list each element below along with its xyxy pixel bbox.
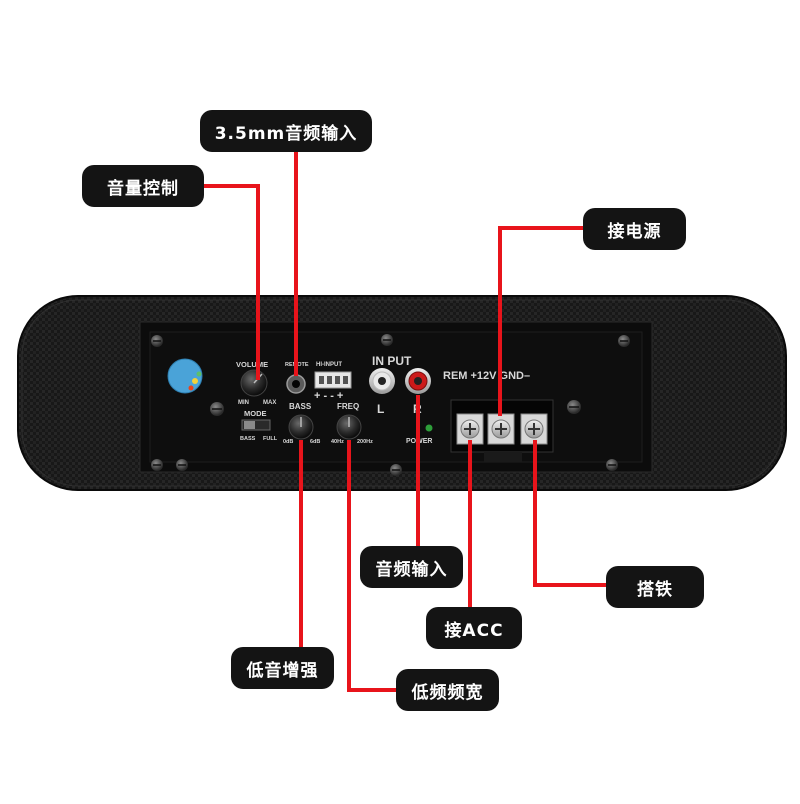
callout-power-connect: 接电源 bbox=[583, 208, 686, 250]
mode-full-label: FULL bbox=[263, 436, 278, 442]
volume-label: VOLUME bbox=[236, 360, 268, 369]
callout-3-5mm-audio-input: 3.5mm音频输入 bbox=[200, 110, 372, 152]
power-terminal-screw-icon[interactable] bbox=[487, 413, 515, 445]
power-led-icon bbox=[425, 424, 433, 432]
ground-terminal-screw-icon[interactable] bbox=[520, 413, 548, 445]
rca-left-jack[interactable] bbox=[369, 368, 395, 394]
mode-label: MODE bbox=[244, 409, 267, 418]
callout-volume-control: 音量控制 bbox=[82, 165, 204, 207]
hi-input-label: HI-INPUT bbox=[316, 362, 342, 368]
callout-bass-boost: 低音增强 bbox=[231, 647, 334, 689]
mode-bass-label: BASS bbox=[240, 436, 256, 442]
freq-min-label: 40Hz bbox=[331, 439, 344, 445]
freq-max-label: 200Hz bbox=[357, 439, 373, 445]
volume-max-label: MAX bbox=[263, 400, 276, 406]
mode-switch[interactable] bbox=[241, 419, 271, 431]
callout-acc-connect: 接ACC bbox=[426, 607, 522, 649]
volume-min-label: MIN bbox=[238, 400, 249, 406]
faceplate-screw-icons bbox=[151, 334, 630, 476]
input-label: IN PUT bbox=[372, 354, 412, 368]
bass-label: BASS bbox=[289, 402, 312, 411]
bass-max-label: 6dB bbox=[310, 439, 320, 445]
brand-logo-icon bbox=[167, 358, 203, 394]
callout-audio-input: 音频输入 bbox=[360, 546, 463, 588]
terminal-labels: REM +12V GND– bbox=[443, 370, 530, 382]
channel-left-label: L bbox=[377, 402, 384, 416]
rem-terminal-screw-icon[interactable] bbox=[456, 413, 484, 445]
callout-ground: 搭铁 bbox=[606, 566, 704, 608]
bass-min-label: 0dB bbox=[283, 439, 293, 445]
hi-input-pin-label: + - - + bbox=[314, 390, 343, 402]
callout-low-freq-width: 低频频宽 bbox=[396, 669, 499, 711]
rca-right-jack[interactable] bbox=[405, 368, 431, 394]
freq-label: FREQ bbox=[337, 402, 359, 411]
hi-input-connector[interactable] bbox=[314, 371, 352, 389]
